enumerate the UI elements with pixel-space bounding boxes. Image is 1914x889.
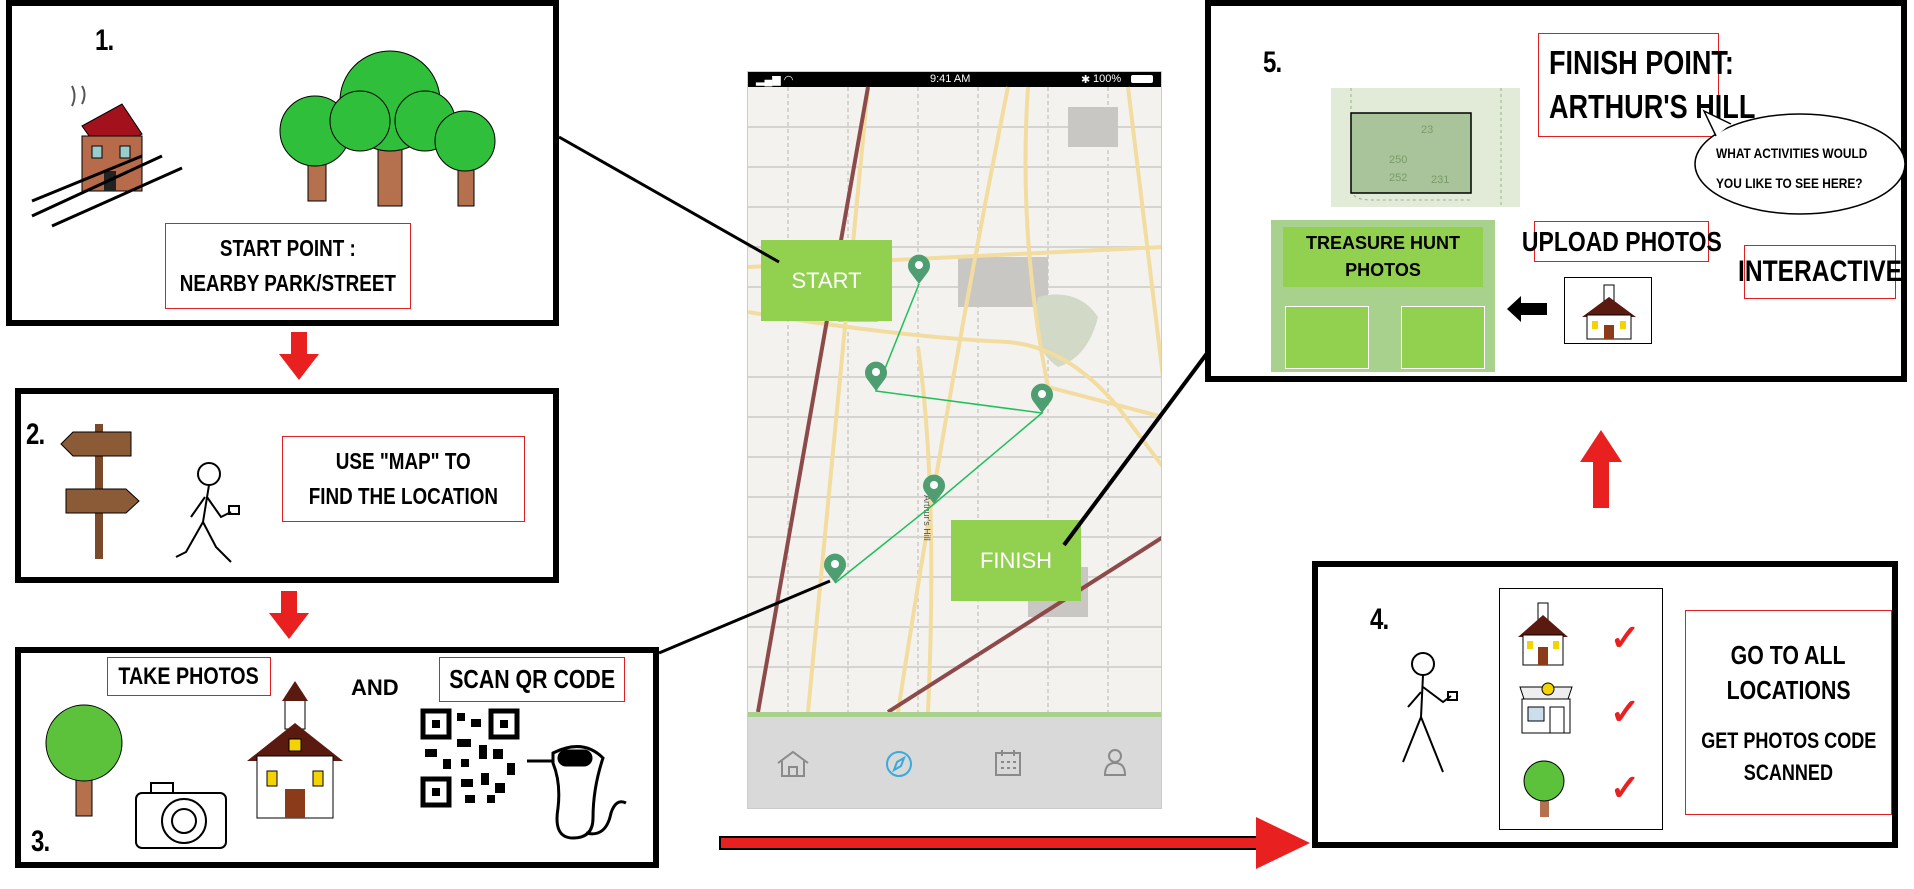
locations-card: ✓ ✓ ✓ [1499,588,1663,830]
phone-mockup: ▂▄▆ ◠ 9:41 AM ✱ 100% Arthur's Hill Tonkl… [747,71,1162,809]
walking-person-icon [175,462,240,563]
check-icon: ✓ [1610,617,1641,658]
status-time: 9:41 AM [930,73,971,85]
start-point-callout: START POINT : NEARBY PARK/STREET [165,223,411,309]
step-number: 5. [1263,46,1282,79]
question-text: WHAT ACTIVITIES WOULD [1716,145,1868,161]
callout-text: USE "MAP" TO [336,448,471,474]
go-to-locations-callout: GO TO ALL LOCATIONS GET PHOTOS CODE SCAN… [1685,610,1892,815]
step-number: 4. [1370,603,1389,636]
callout-text: SCANNED [1743,759,1834,785]
treasure-hunt-header: TREASURE HUNT PHOTOS [1283,227,1483,287]
callout-text: START POINT : [220,235,356,261]
signpost-icon [60,424,140,559]
church-icon [1518,602,1568,666]
callout-text: NEARBY PARK/STREET [179,270,397,296]
step-3-panel: 3. TAKE PHOTOS AND SCAN QR CODE [15,647,659,868]
step-1-panel: 1. START POINT : NEARBY PARK/STREET [6,0,559,326]
signal-icon: ▂▄▆ ◠ [756,74,794,86]
map-pin-icon[interactable] [923,474,945,504]
step-number: 3. [31,825,50,858]
tree-icon [45,704,123,817]
map-bottom-strip [748,712,1161,717]
step-4-panel: 4. ✓ ✓ ✓ GO TO ALL LOCATIONS GET PHOTOS … [1312,561,1898,848]
map-label: 23 [1421,124,1433,136]
interactive-callout: INTERACTIVE [1738,245,1902,299]
shop-icon [1519,682,1573,734]
down-arrow-icon [269,591,309,639]
map-view[interactable]: Arthur's Hill Tonkles [748,86,1162,714]
callout-text: TAKE PHOTOS [118,662,260,690]
battery-level: 100% [1093,73,1122,85]
map-label: 250 [1389,154,1407,166]
calendar-icon[interactable] [994,748,1022,778]
take-photos-callout: TAKE PHOTOS [107,657,271,696]
map-thumbnail: 250 252 231 23 [1331,88,1520,207]
treasure-hunt-gallery: TREASURE HUNT PHOTOS [1271,220,1495,372]
check-icon: ✓ [1610,691,1641,732]
up-arrow-icon [1580,430,1622,508]
callout-text: GO TO ALL [1731,639,1846,670]
upload-photos-callout[interactable]: UPLOAD PHOTOS [1522,221,1721,262]
map-pin-icon[interactable] [1031,383,1053,413]
step-number: 1. [95,24,114,57]
scan-qr-callout: SCAN QR CODE [439,657,625,702]
qr-code-icon [420,708,520,808]
map-pin-icon[interactable] [824,553,846,583]
check-icon: ✓ [1610,767,1641,808]
callout-text: FIND THE LOCATION [308,483,499,509]
map-pin-icon[interactable] [908,254,930,284]
profile-icon[interactable] [1103,748,1127,776]
camera-icon [135,782,227,849]
right-arrow-icon [719,817,1310,869]
callout-text: GET PHOTOS CODE [1700,727,1877,753]
step-2-panel: 2. USE "MAP" TO FIND THE LOCATION [15,388,559,583]
finish-point-callout: FINISH POINT: ARTHUR'S HILL [1538,33,1755,137]
finish-label: FINISH [951,520,1081,601]
map-pin-icon[interactable] [865,361,887,391]
callout-text: FINISH POINT: [1549,44,1734,81]
photo-slot[interactable] [1401,306,1485,369]
street-label: Arthur's Hill [922,495,932,541]
photo-slot[interactable] [1285,306,1369,369]
callout-text: INTERACTIVE [1738,255,1903,288]
church-icon [1582,284,1636,340]
tree-icon [1523,760,1565,817]
church-upload-thumbnail[interactable] [1564,277,1652,344]
person-with-phone-icon [1402,652,1458,773]
speech-bubble [1694,109,1906,215]
callout-text: SCAN QR CODE [449,664,615,694]
barcode-scanner-icon [527,745,627,840]
left-arrow-icon [1507,296,1547,322]
callout-text: UPLOAD PHOTOS [1521,225,1722,257]
bottom-nav [748,717,1161,808]
activities-question: WHAT ACTIVITIES WOULD YOU LIKE TO SEE HE… [1716,138,1906,198]
status-bar: ▂▄▆ ◠ 9:41 AM ✱ 100% [748,72,1161,87]
step-number: 2. [26,418,45,451]
step-5-panel: 5. 250 252 231 23 FINISH POINT: ARTHUR'S… [1205,0,1907,382]
trees-icon [279,50,496,207]
church-icon [247,681,343,819]
gallery-title: TREASURE HUNT [1305,233,1460,253]
use-map-callout: USE "MAP" TO FIND THE LOCATION [282,436,525,522]
question-text: YOU LIKE TO SEE HERE? [1716,175,1863,191]
house-icon [31,85,183,228]
and-label: AND [351,675,399,700]
map-label: 231 [1431,174,1449,186]
down-arrow-icon [279,332,319,380]
map-label: 252 [1389,172,1407,184]
gallery-title: PHOTOS [1345,260,1421,280]
battery-icon [1131,75,1153,83]
home-icon[interactable] [776,750,810,778]
start-label: START [761,240,892,321]
callout-text: LOCATIONS [1726,674,1851,705]
bluetooth-icon: ✱ [1081,74,1091,86]
compass-icon[interactable] [885,750,913,778]
